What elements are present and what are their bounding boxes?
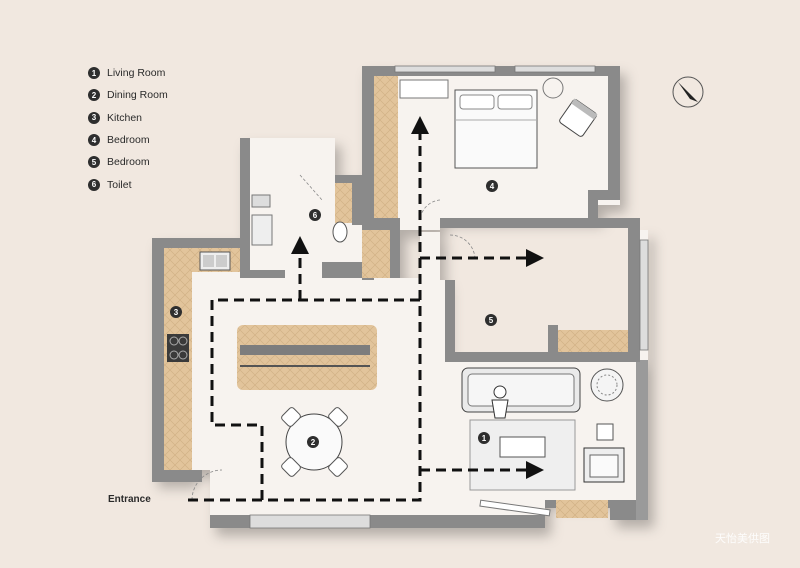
room-marker-bedroom-5: 5: [485, 314, 497, 326]
plant-icon: [590, 368, 624, 402]
room-marker-kitchen: 3: [170, 306, 182, 318]
wardrobe-bedroom5: [558, 330, 628, 352]
wall-kitchen-west: [152, 238, 164, 480]
legend-number: 4: [88, 134, 100, 147]
wall-kitchen-south: [152, 470, 202, 482]
legend-number: 2: [88, 89, 100, 102]
wall-toilet-east: [335, 175, 362, 183]
wall-bedroom5-closet: [548, 325, 558, 360]
watermark: 天怡美供图: [715, 533, 770, 545]
windows: [249, 65, 649, 529]
wall-bedroom5-east: [628, 218, 640, 360]
wall-bedroom4-corner-2: [588, 190, 598, 228]
legend-item-dining-room: 2 Dining Room: [88, 84, 168, 106]
toilet-cabinet: [335, 183, 352, 223]
legend-label: Toilet: [107, 178, 132, 191]
sink-icon: [199, 251, 231, 271]
room-markers: 1 2 3 4 5 6: [170, 180, 498, 448]
wall-bedroom4-corner: [588, 190, 620, 200]
legend-label: Bedroom: [107, 134, 150, 147]
chair-icon: [559, 98, 598, 137]
room-marker-label: 3: [174, 308, 179, 317]
side-table-icon: [596, 423, 614, 441]
room-marker-dining: 2: [307, 436, 319, 448]
wall-toilet-east-2: [352, 175, 362, 225]
legend-label: Bedroom: [107, 156, 150, 169]
entrance-label: Entrance: [108, 494, 151, 505]
wall-toilet-south-2: [322, 262, 362, 278]
room-marker-label: 2: [311, 438, 316, 447]
circulation-path: [188, 116, 544, 502]
wall-toilet-south: [240, 270, 285, 278]
kitchen-island: [237, 325, 377, 390]
legend-label: Living Room: [107, 67, 166, 80]
island-partition: [240, 345, 370, 355]
legend-item-kitchen: 3 Kitchen: [88, 107, 168, 129]
lamp-icon: [542, 77, 564, 99]
armchair-icon: [583, 447, 625, 483]
legend-item-bedroom-5: 5 Bedroom: [88, 151, 168, 173]
wall-east-living: [636, 360, 648, 520]
legend-item-toilet: 6 Toilet: [88, 173, 168, 195]
legend-label: Dining Room: [107, 89, 168, 102]
legend-number: 1: [88, 67, 100, 80]
wall-closet-2: [390, 218, 400, 278]
storage-southeast: [556, 500, 608, 518]
bed-icon: [399, 79, 538, 169]
toilet-icon: [251, 194, 348, 246]
room-marker-living: 1: [478, 432, 490, 444]
wall-bedroom5-west: [445, 280, 455, 360]
tv-console: [479, 499, 551, 517]
legend-label: Kitchen: [107, 111, 143, 124]
room-marker-label: 5: [489, 316, 494, 325]
room-marker-label: 4: [490, 182, 495, 191]
legend-item-bedroom-4: 4 Bedroom: [88, 129, 168, 151]
window-bedroom4-2: [514, 65, 596, 73]
wall-kitchen-north: [152, 238, 240, 248]
stove-icon: [167, 334, 189, 362]
room-marker-label: 1: [482, 434, 487, 443]
window-south: [249, 514, 371, 529]
legend-number: 5: [88, 156, 100, 169]
wall-bedroom4-east: [608, 66, 620, 194]
room-marker-toilet: 6: [309, 209, 321, 221]
legend-item-living-room: 1 Living Room: [88, 62, 168, 84]
north-arrow-icon: [672, 76, 704, 108]
legend-number: 6: [88, 178, 100, 191]
window-bedroom5: [639, 239, 649, 351]
legend-number: 3: [88, 111, 100, 124]
wardrobe-bedroom4: [374, 76, 398, 218]
coffee-table-icon: [499, 436, 546, 458]
room-marker-bedroom-4: 4: [486, 180, 498, 192]
closet-storage: [362, 230, 390, 278]
wall-bedroom4-south: [440, 218, 640, 228]
sofa-icon: [461, 367, 581, 413]
legend: 1 Living Room 2 Dining Room 3 Kitchen 4 …: [88, 62, 168, 196]
wall-bedroom5-south: [445, 352, 640, 362]
room-marker-label: 6: [313, 211, 318, 220]
wall-toilet-west: [240, 138, 250, 278]
person-icon: [491, 385, 509, 419]
window-bedroom4: [394, 65, 496, 73]
island-edge: [240, 365, 370, 367]
